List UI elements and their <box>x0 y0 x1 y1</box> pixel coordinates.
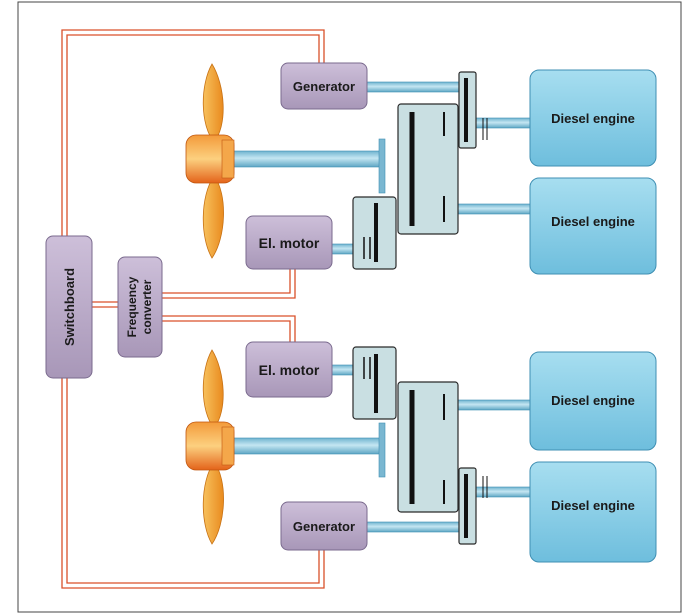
generator-bottom-box: Generator <box>280 501 368 551</box>
diesel-engine-4-box: Diesel engine <box>529 461 657 563</box>
el-motor-top-box: El. motor <box>245 215 333 270</box>
el-motor-bottom-label: El. motor <box>259 362 320 378</box>
diesel-engine-1-label: Diesel engine <box>551 111 635 126</box>
frequency-converter-box: Frequency converter <box>117 256 163 358</box>
shafts <box>232 81 531 533</box>
propeller-bottom <box>185 349 235 545</box>
switchboard-box: Switchboard <box>45 235 93 379</box>
generator-bottom-label: Generator <box>293 519 355 534</box>
diesel-engine-2-label: Diesel engine <box>551 214 635 229</box>
diesel-engine-1-box: Diesel engine <box>529 69 657 167</box>
frequency-converter-label-line1: Frequency <box>125 276 139 337</box>
frequency-converter-label-line2: converter <box>140 279 154 334</box>
diesel-engine-3-box: Diesel engine <box>529 351 657 451</box>
propeller-top <box>185 63 235 259</box>
diesel-engine-4-label: Diesel engine <box>551 498 635 513</box>
gearbox-top <box>352 71 488 270</box>
el-motor-top-label: El. motor <box>259 235 320 251</box>
diagram-frame <box>17 1 682 613</box>
el-motor-bottom-box: El. motor <box>245 341 333 398</box>
gearbox-bottom <box>352 346 488 545</box>
diesel-engine-3-label: Diesel engine <box>551 393 635 408</box>
switchboard-label: Switchboard <box>62 268 77 346</box>
generator-top-box: Generator <box>280 62 368 110</box>
generator-top-label: Generator <box>293 79 355 94</box>
diesel-engine-2-box: Diesel engine <box>529 177 657 275</box>
power-cables <box>61 29 325 589</box>
